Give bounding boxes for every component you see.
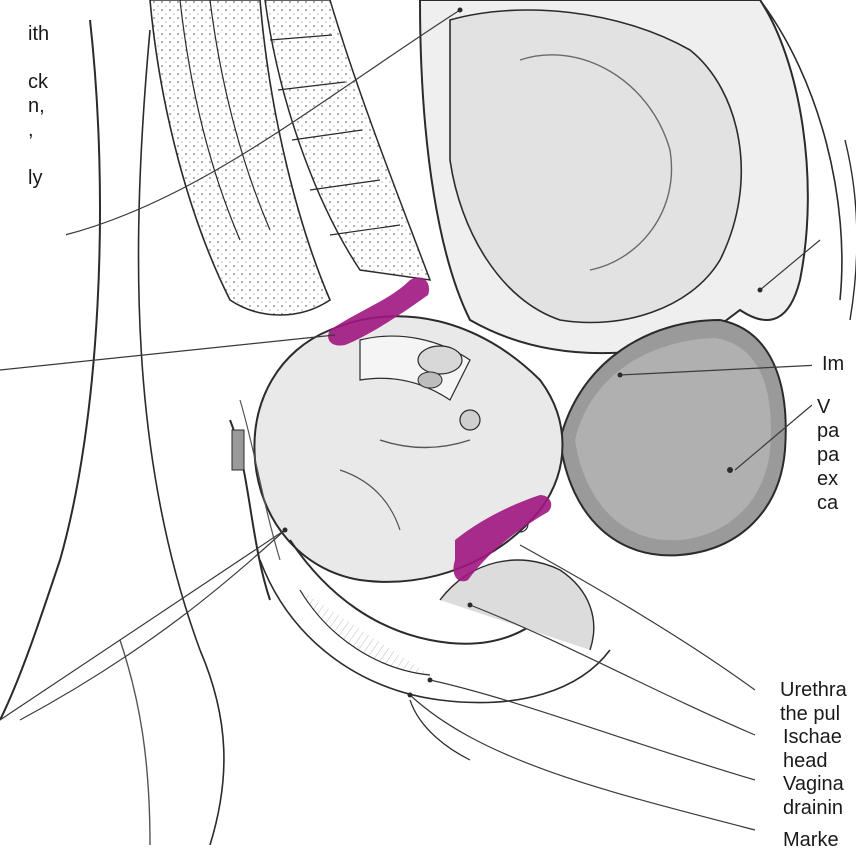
label-vaginal: Vagina drainin [783,772,844,820]
label-urethra: Urethra the pul [780,678,847,726]
label-marked: Marke [783,828,839,852]
label-implantation: Im [822,352,844,376]
label-ischaemia: Ischae head [783,725,842,773]
leader-marked [410,695,755,830]
leader-ischaemia [470,605,755,735]
label-top-left: ith ck n, , ly [28,22,68,190]
right-label-panel-top [856,160,864,330]
leader-vaginal [430,680,755,780]
leader-left-low [0,530,285,720]
label-bladder: V pa pa ex ca [817,395,839,515]
